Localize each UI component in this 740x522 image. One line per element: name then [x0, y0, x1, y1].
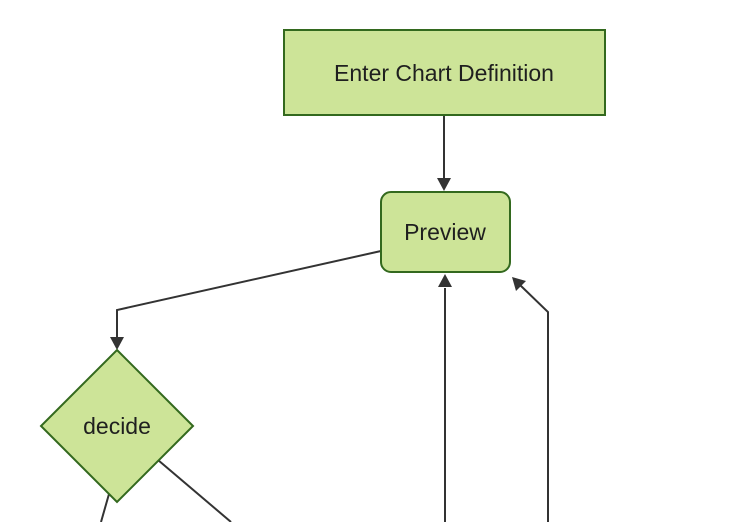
- edge-decide-to-bottomleft: [100, 493, 110, 522]
- node-enter-chart-definition-shape: [283, 29, 606, 116]
- arrowhead-enter-to-preview: [437, 178, 451, 191]
- node-preview: Preview: [380, 191, 511, 273]
- node-preview-shape: [380, 191, 511, 273]
- arrowhead-bottomright-to-preview: [512, 277, 526, 291]
- node-decide: decide: [39, 348, 195, 504]
- node-preview-label: Preview: [404, 219, 486, 245]
- node-enter-chart-definition: Enter Chart Definition: [283, 29, 606, 116]
- node-decide-shape: [39, 348, 195, 504]
- node-decide-label: decide: [83, 413, 151, 439]
- edge-bottomright-to-preview: [519, 284, 549, 522]
- arrowhead-preview-to-decide: [110, 337, 124, 350]
- arrowhead-bottom-to-preview: [438, 274, 452, 287]
- edge-preview-to-decide: [116, 250, 382, 340]
- node-enter-chart-definition-label: Enter Chart Definition: [334, 60, 554, 86]
- edge-decide-to-bottomright: [157, 459, 232, 522]
- edge-group: [100, 115, 549, 522]
